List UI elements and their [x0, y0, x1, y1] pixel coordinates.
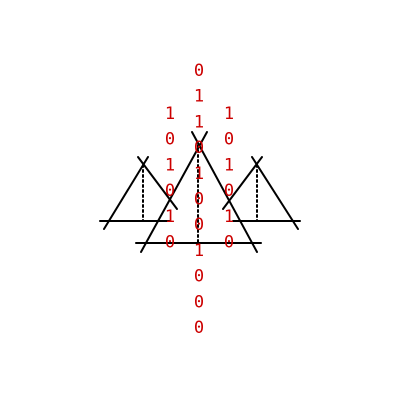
center-digit: 0 — [194, 215, 204, 235]
right-binary-column: 1 0 1 0 1 0 — [224, 104, 234, 253]
right-digit: 0 — [224, 181, 234, 201]
center-digit: 0 — [194, 138, 204, 158]
right-digit: 0 — [224, 130, 234, 150]
center-digit: 0 — [194, 318, 204, 338]
center-digit: 0 — [194, 267, 204, 287]
center-digit: 0 — [194, 292, 204, 312]
right-digit: 1 — [224, 155, 234, 175]
center-digit: 1 — [194, 164, 204, 184]
center-triangle — [135, 131, 262, 253]
left-digit: 1 — [165, 155, 175, 175]
center-binary-column: 0 1 1 0 1 0 0 1 0 0 0 — [194, 61, 204, 338]
left-digit: 0 — [165, 233, 175, 253]
center-digit: 1 — [194, 87, 204, 107]
left-digit: 1 — [165, 104, 175, 124]
center-digit: 0 — [194, 61, 204, 81]
right-triangle-right-side — [251, 156, 299, 230]
right-triangle — [222, 156, 301, 230]
right-digit: 0 — [224, 233, 234, 253]
left-digit: 1 — [165, 207, 175, 227]
left-digit: 0 — [165, 181, 175, 201]
left-triangle-left-side — [103, 156, 149, 230]
center-digit: 1 — [194, 241, 204, 261]
center-triangle-right-side — [191, 131, 258, 253]
center-digit: 0 — [194, 190, 204, 210]
left-binary-column: 1 0 1 0 1 0 — [165, 104, 175, 253]
center-digit: 1 — [194, 112, 204, 132]
left-digit: 0 — [165, 130, 175, 150]
center-triangle-left-side — [140, 131, 208, 253]
right-digit: 1 — [224, 104, 234, 124]
right-digit: 1 — [224, 207, 234, 227]
